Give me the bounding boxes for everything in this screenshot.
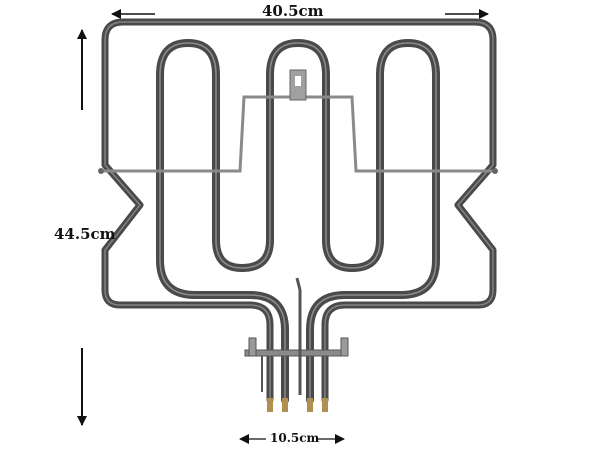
terminal-spacing-label: 10.5cm	[270, 431, 320, 445]
height-label: 44.5cm	[54, 225, 116, 243]
width-label: 40.5cm	[262, 2, 324, 20]
support-bracket	[98, 69, 498, 174]
inner-heating-coil	[156, 39, 440, 404]
outer-heating-loop	[101, 18, 497, 404]
terminal-pins	[267, 398, 328, 412]
terminal-plate	[244, 277, 349, 395]
